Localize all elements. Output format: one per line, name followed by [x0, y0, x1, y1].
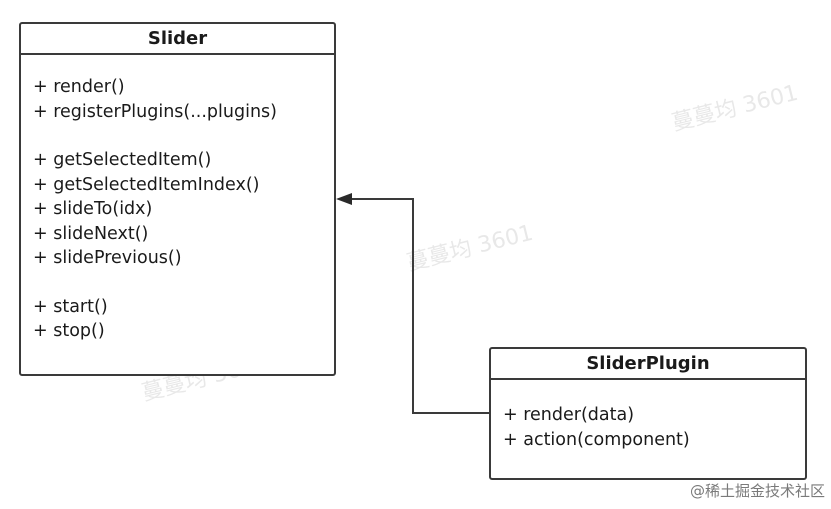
method-item: + getSelectedItemIndex() [33, 174, 260, 195]
method-item: + slideTo(idx) [33, 199, 153, 219]
slider-class-box: Slider + render() + registerPlugins(...p… [19, 22, 336, 376]
method-item: + slideNext() [33, 223, 149, 244]
slider-plugin-method-list: + render(data) + action(component) [491, 380, 805, 452]
slider-class-name: Slider [21, 24, 334, 55]
slider-plugin-class-box: SliderPlugin + render(data) + action(com… [489, 347, 807, 480]
method-item: + start() [33, 296, 108, 317]
source-credit: @稀土掘金技术社区 [689, 482, 825, 500]
method-item: + getSelectedItem() [33, 150, 212, 170]
slider-method-group-navigation: + getSelectedItem() + getSelectedItemInd… [21, 148, 334, 271]
method-item: + render(data) [503, 405, 635, 425]
slider-method-group-lifecycle: + render() + registerPlugins(...plugins) [21, 75, 334, 124]
slider-plugin-method-group: + render(data) + action(component) [491, 403, 805, 452]
method-item: + render() [33, 77, 125, 97]
slider-method-list: + render() + registerPlugins(...plugins)… [21, 55, 334, 344]
method-item: + action(component) [503, 429, 690, 450]
slider-method-group-playback: + start() + stop() [21, 295, 334, 344]
relationship-connector-line [348, 198, 489, 414]
slider-plugin-class-name: SliderPlugin [491, 349, 805, 380]
relationship-arrowhead [336, 193, 352, 205]
method-item: + slidePrevious() [33, 248, 182, 268]
method-item: + stop() [33, 321, 105, 341]
method-item: + registerPlugins(...plugins) [33, 101, 277, 122]
